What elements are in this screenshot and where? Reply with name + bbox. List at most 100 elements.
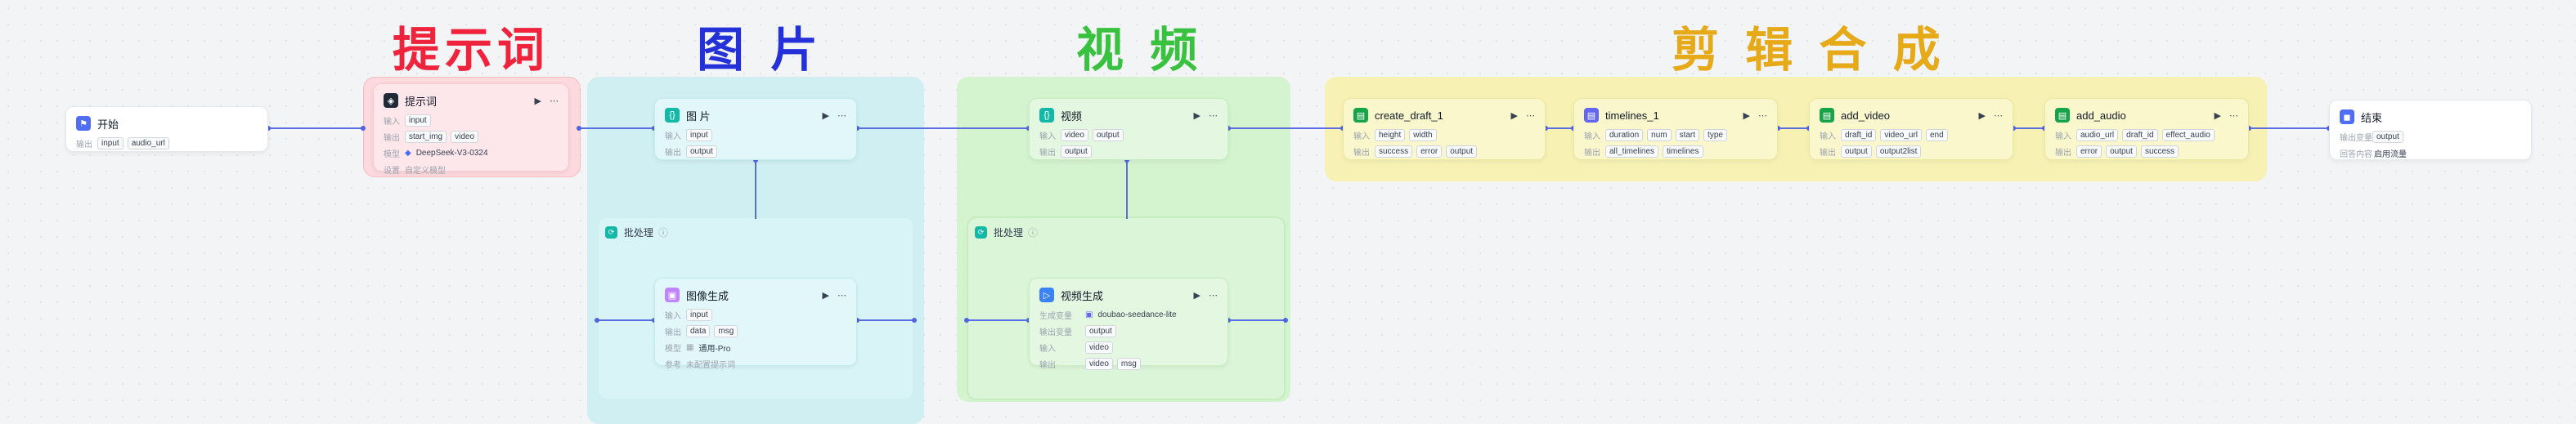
row-label: 输出: [384, 134, 400, 143]
node-timelines[interactable]: ▤ timelines_1 ▶⋯ 输入 duration num start t…: [1573, 98, 1778, 160]
run-icon[interactable]: ▶: [1743, 110, 1750, 121]
var-tag: draft_id: [2122, 129, 2158, 141]
row-label: 生成变量: [1039, 312, 1072, 321]
node-image-split[interactable]: {} 图 片 ▶⋯ 输入 input 输出 output: [654, 98, 857, 160]
row-label: 输入: [665, 312, 681, 321]
more-icon[interactable]: ⋯: [1758, 110, 1767, 121]
row-label: 输入: [1039, 345, 1056, 354]
row-label: 输出: [2055, 149, 2071, 158]
row-label: 输出: [1584, 149, 1600, 158]
model-name: DeepSeek-V3-0324: [415, 149, 488, 158]
node-add-video[interactable]: ▤ add_video ▶⋯ 输入 draft_id video_url end…: [1809, 98, 2013, 160]
var-tag: type: [1703, 129, 1727, 141]
group-title-image: 图 片: [697, 22, 824, 78]
var-tag: video: [451, 131, 479, 143]
row-label: 输入: [1584, 132, 1600, 141]
row-label: 输出变量: [1039, 328, 1072, 337]
run-icon[interactable]: ▶: [822, 290, 829, 301]
plugin-icon: ▣: [1085, 310, 1093, 319]
var-tag: output: [2372, 131, 2403, 143]
info-icon: ⓘ: [658, 227, 669, 239]
var-tag: error: [1416, 145, 1443, 158]
node-title: 视频生成: [1061, 289, 1104, 302]
node-title: add_video: [1841, 109, 1890, 122]
node-title: add_audio: [2076, 109, 2126, 122]
var-tag: output: [1085, 325, 1116, 337]
var-tag: output: [1092, 129, 1124, 141]
var-tag: msg: [714, 325, 738, 337]
row-label: 参考: [665, 361, 681, 370]
row-label: 输出变量: [2340, 134, 2372, 143]
row-label: 输出: [1353, 149, 1370, 158]
row-label: 输入: [665, 132, 681, 141]
more-icon[interactable]: ⋯: [1209, 290, 1218, 301]
more-icon[interactable]: ⋯: [1526, 110, 1535, 121]
run-icon[interactable]: ▶: [1978, 110, 1986, 121]
run-icon[interactable]: ▶: [1193, 290, 1200, 301]
more-icon[interactable]: ⋯: [1994, 110, 2003, 121]
var-tag: video: [1085, 341, 1113, 354]
node-image-gen[interactable]: ▣ 图像生成 ▶⋯ 输入 input 输出 data msg 模型 ▦ 通用-P…: [654, 278, 857, 370]
node-video-gen[interactable]: ▷ 视频生成 ▶⋯ 生成变量 ▣ doubao-seedance-lite 输出…: [1029, 278, 1228, 370]
run-icon[interactable]: ▶: [534, 96, 541, 106]
var-tag: error: [2076, 145, 2103, 158]
row-label: 输出: [665, 328, 681, 337]
more-icon[interactable]: ⋯: [837, 110, 846, 121]
row-label: 回答内容: [2340, 150, 2372, 159]
row-label: 输入: [384, 118, 400, 127]
node-title: 开始: [97, 118, 119, 131]
more-icon[interactable]: ⋯: [1209, 110, 1218, 121]
more-icon[interactable]: ⋯: [2229, 110, 2238, 121]
video-batch-title: ⟳ 批处理 ⓘ: [975, 225, 1038, 239]
node-start[interactable]: ⚑ 开始 输出 input audio_url: [65, 106, 268, 152]
var-tag: input: [405, 114, 431, 127]
run-icon[interactable]: ▶: [1193, 110, 1200, 121]
var-tag: effect_audio: [2161, 129, 2215, 141]
var-tag: num: [1647, 129, 1672, 141]
image-icon: ▣: [665, 288, 680, 302]
var-tag: msg: [1116, 358, 1141, 370]
node-prompt[interactable]: ◈ 提示词 ▶⋯ 输入 input 输出 start_img video 模型 …: [373, 83, 569, 176]
more-icon[interactable]: ⋯: [550, 96, 559, 106]
var-tag: duration: [1605, 129, 1644, 141]
var-tag: output: [2106, 145, 2137, 158]
row-label: 输出: [665, 149, 681, 158]
video-batch-label: 批处理: [994, 227, 1024, 239]
var-tag: success: [1375, 145, 1413, 158]
row-label: 设置: [384, 167, 400, 176]
var-tag: end: [1925, 129, 1948, 141]
var-tag: video: [1085, 358, 1113, 370]
answer-setting: 启用流量: [2374, 150, 2407, 159]
more-icon[interactable]: ⋯: [837, 290, 846, 301]
row-label: 输出: [1039, 149, 1056, 158]
code-icon: {}: [665, 108, 680, 123]
plugin-icon: ▤: [2055, 108, 2070, 123]
var-tag: input: [686, 309, 712, 321]
node-title: 视频: [1061, 109, 1083, 123]
video-icon: ▷: [1039, 288, 1054, 302]
var-tag: timelines: [1663, 145, 1703, 158]
node-end[interactable]: ◼ 结束 输出变量 output 回答内容 启用流量: [2329, 100, 2532, 160]
llm-icon: ◈: [384, 93, 398, 108]
model-icon: ◆: [405, 149, 411, 158]
run-icon[interactable]: ▶: [822, 110, 829, 121]
row-label: 输入: [2055, 132, 2071, 141]
node-title: timelines_1: [1605, 109, 1659, 122]
node-create-draft[interactable]: ▤ create_draft_1 ▶⋯ 输入 height width 输出 s…: [1343, 98, 1546, 160]
extra-note: 未配置提示词: [686, 361, 735, 370]
var-tag: all_timelines: [1605, 145, 1659, 158]
var-tag: audio_url: [127, 137, 169, 150]
run-icon[interactable]: ▶: [2214, 110, 2221, 121]
loop-icon: ⟳: [605, 226, 617, 239]
var-tag: width: [1409, 129, 1437, 141]
node-add-audio[interactable]: ▤ add_audio ▶⋯ 输入 audio_url draft_id eff…: [2044, 98, 2249, 160]
row-label: 模型: [665, 345, 681, 354]
plugin-icon: ▤: [1584, 108, 1599, 123]
var-tag: output: [1446, 145, 1478, 158]
var-tag: output2list: [1875, 145, 1922, 158]
run-icon[interactable]: ▶: [1510, 110, 1518, 121]
image-batch-label: 批处理: [624, 227, 654, 239]
node-video-split[interactable]: {} 视频 ▶⋯ 输入 video output 输出 output: [1029, 98, 1228, 160]
extra-note: 自定义模型: [405, 167, 446, 176]
